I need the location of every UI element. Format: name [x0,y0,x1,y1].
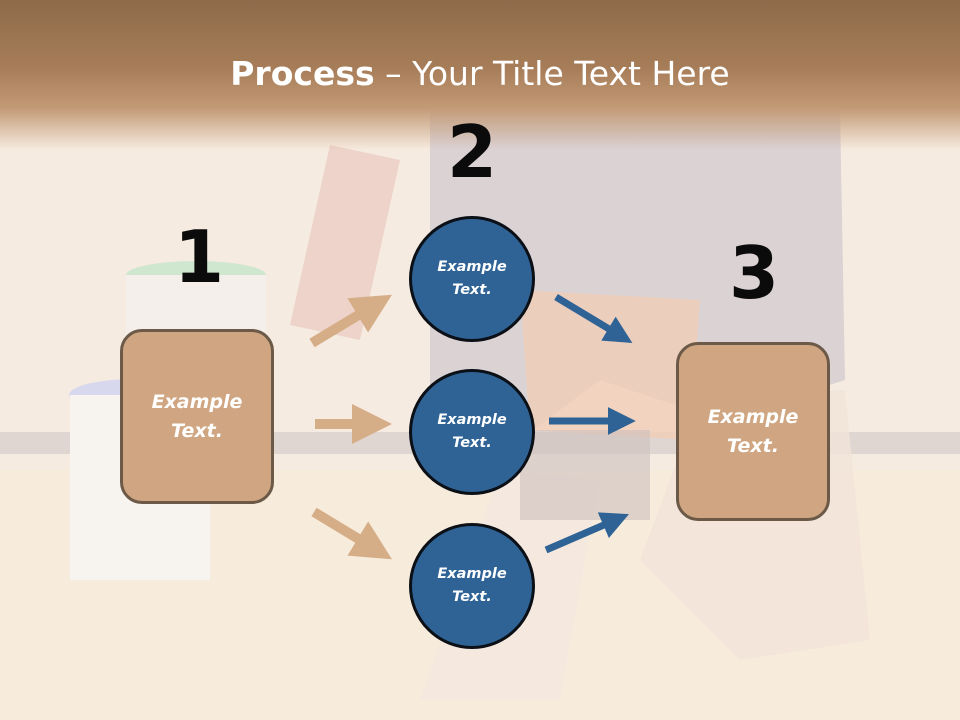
title-rest-part: – Your Title Text Here [374,54,730,93]
step-number-3: 3 [728,231,780,315]
step-2-circle-middle: Example Text. [409,369,535,495]
step-3-box: Example Text. [676,342,830,521]
circle-bottom-text: Example Text. [437,566,507,605]
step-1-text: Example Text. [151,390,243,442]
title-band [0,0,960,150]
title-bold-part: Process [230,54,375,93]
circle-top-text: Example Text. [437,259,507,298]
step-number-2: 2 [446,110,498,194]
slide-title: Process – Your Title Text Here [0,52,960,96]
step-1-box: Example Text. [120,329,274,504]
step-2-circle-top: Example Text. [409,216,535,342]
arrow-down-right-icon [311,507,392,560]
step-3-text: Example Text. [707,405,799,457]
arrow-up-right-icon [544,512,629,554]
arrow-down-right-icon [554,294,633,344]
step-2-circle-bottom: Example Text. [409,523,535,649]
step-number-1: 1 [173,215,225,299]
circle-middle-text: Example Text. [437,412,507,451]
arrow-up-right-icon [309,294,392,348]
